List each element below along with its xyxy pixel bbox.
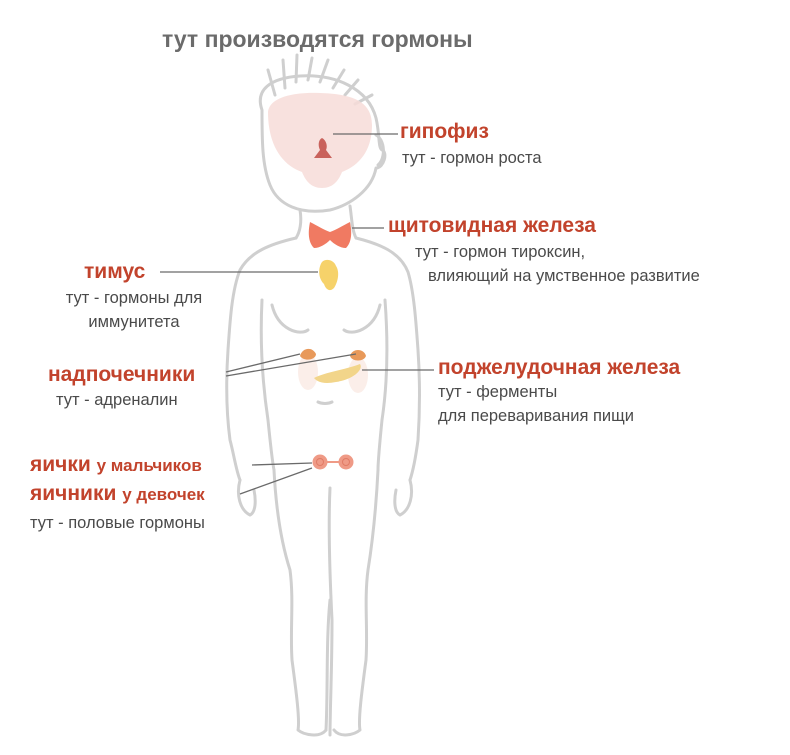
desc-thymus-line2: иммунитета bbox=[88, 313, 180, 331]
label-thymus: тимус bbox=[84, 260, 146, 283]
desc-pituitary: тут - гормон роста bbox=[402, 149, 542, 167]
label-ovaries-name: яичники bbox=[30, 482, 117, 505]
desc-gonads: тут - половые гормоны bbox=[30, 514, 205, 532]
desc-pancreas-line2: для переваривания пищи bbox=[438, 407, 634, 425]
desc-pancreas-line1: тут - ферменты bbox=[438, 383, 558, 401]
label-testes-name: яички bbox=[30, 453, 91, 476]
desc-adrenal: тут - адреналин bbox=[56, 391, 178, 409]
page-title: тут производятся гормоны bbox=[162, 26, 473, 52]
desc-thyroid-line1: тут - гормон тироксин, bbox=[415, 243, 586, 261]
label-thyroid: щитовидная железа bbox=[388, 214, 596, 237]
label-adrenal: надпочечники bbox=[48, 363, 196, 386]
desc-thyroid-line2: влияющий на умственное развитие bbox=[428, 267, 700, 285]
label-pancreas: поджелудочная железа bbox=[438, 356, 681, 379]
desc-thymus-line1: тут - гормоны для bbox=[65, 289, 203, 307]
label-ovaries-suffix: у девочек bbox=[122, 485, 205, 504]
label-testes: яички у мальчиков bbox=[30, 453, 202, 477]
label-ovaries: яичники у девочек bbox=[30, 482, 205, 506]
label-testes-suffix: у мальчиков bbox=[96, 456, 202, 475]
label-pituitary: гипофиз bbox=[400, 120, 489, 143]
